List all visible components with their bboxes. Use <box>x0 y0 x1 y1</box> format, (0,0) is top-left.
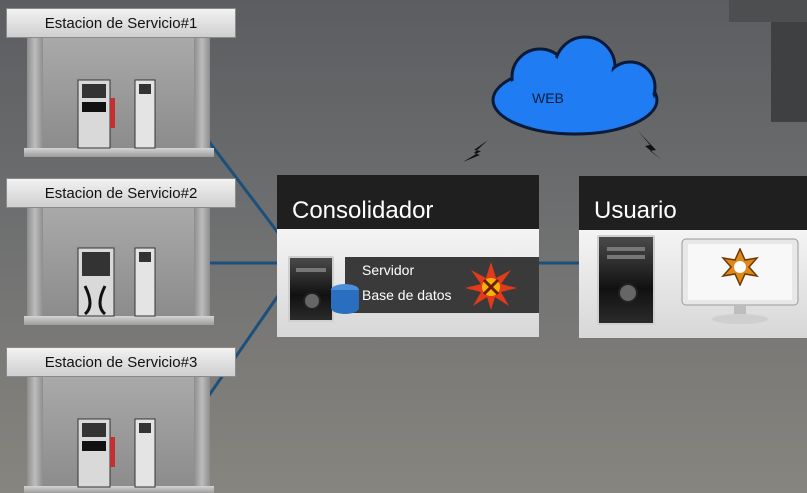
cloud-label: WEB <box>532 90 564 106</box>
database-icon <box>331 284 359 314</box>
consolidador-title: Consolidador <box>277 175 539 229</box>
background-building-lower <box>771 22 807 122</box>
fuel-pump-icon <box>77 247 156 317</box>
station-1-base <box>24 148 214 157</box>
desktop-tower-icon <box>597 235 655 325</box>
cloud-icon <box>491 35 659 136</box>
base-de-datos-label: Base de datos <box>362 287 452 303</box>
station-3-canopy <box>27 377 210 487</box>
station-1-label: Estacion de Servicio#1 <box>6 8 236 38</box>
fuel-pump-icon <box>77 418 156 488</box>
station-3-base <box>24 486 214 493</box>
background-building <box>729 0 807 22</box>
app-logo-icon <box>721 248 759 286</box>
usuario-title: Usuario <box>579 176 807 230</box>
station-1-canopy <box>27 38 210 148</box>
signal-bolt-left <box>463 140 488 162</box>
station-2-label: Estacion de Servicio#2 <box>6 178 236 208</box>
fuel-pump-icon <box>77 79 156 149</box>
server-icon <box>288 256 334 322</box>
signal-bolt-right <box>638 131 662 160</box>
station-2-base <box>24 316 214 325</box>
station-2-canopy <box>27 208 210 316</box>
error-burst-icon <box>465 262 517 310</box>
servidor-label: Servidor <box>362 262 415 278</box>
station-3-label: Estacion de Servicio#3 <box>6 347 236 377</box>
